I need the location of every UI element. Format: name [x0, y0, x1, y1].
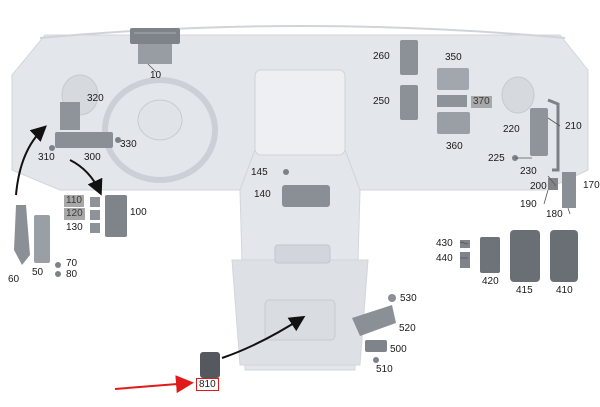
label-370: 370	[471, 96, 492, 108]
part-170-switch	[562, 172, 576, 208]
arrow-810-to-console	[221, 315, 306, 359]
right-vent	[501, 76, 535, 114]
leader-lines	[147, 63, 571, 259]
label-130: 130	[66, 222, 83, 233]
label-300: 300	[84, 152, 101, 163]
part-420-module	[480, 237, 500, 273]
label-360: 360	[446, 141, 463, 152]
center-display	[254, 69, 346, 156]
steering-hub	[137, 99, 183, 141]
part-70-screw	[55, 262, 61, 268]
part-370-unit	[437, 95, 467, 107]
console-vent	[274, 244, 331, 264]
label-225: 225	[488, 153, 505, 164]
part-500-connector	[365, 340, 387, 352]
label-80: 80	[66, 269, 78, 280]
label-145: 145	[251, 167, 268, 178]
label-410: 410	[556, 285, 573, 296]
part-50-panel	[34, 215, 50, 263]
label-260: 260	[373, 51, 390, 62]
part-530-clip	[388, 294, 396, 302]
part-520-bracket	[352, 305, 396, 336]
label-10: 10	[150, 70, 162, 81]
label-810: 810	[196, 378, 219, 391]
label-530: 530	[400, 293, 417, 304]
part-415-holder	[510, 230, 540, 282]
part-100-module	[105, 195, 127, 237]
arrow-to-100	[69, 159, 103, 196]
part-110-clip	[90, 197, 100, 207]
label-140: 140	[254, 189, 271, 200]
label-320: 320	[87, 93, 104, 104]
label-50: 50	[32, 267, 44, 278]
part-130-clip	[90, 223, 100, 233]
part-145-clip	[283, 169, 289, 175]
label-510: 510	[376, 364, 393, 375]
label-250: 250	[373, 96, 390, 107]
part-10-module	[130, 28, 180, 64]
label-190: 190	[520, 199, 537, 210]
label-210: 210	[565, 121, 582, 132]
part-330-clip	[115, 137, 121, 143]
part-140-unit	[282, 185, 330, 207]
part-360-unit	[437, 112, 470, 134]
label-170: 170	[583, 180, 600, 191]
label-520: 520	[399, 323, 416, 334]
label-500: 500	[390, 344, 407, 355]
label-420: 420	[482, 276, 499, 287]
label-310: 310	[38, 152, 55, 163]
arrow-left-to-panel	[15, 125, 47, 196]
label-220: 220	[503, 124, 520, 135]
label-110: 110	[64, 195, 84, 207]
part-60-bracket	[14, 205, 30, 265]
part-810-switch	[200, 352, 220, 378]
label-430: 430	[436, 238, 453, 249]
part-220-module	[530, 108, 548, 156]
part-320-trim	[60, 102, 80, 130]
part-300-switch-panel	[55, 132, 113, 148]
label-180: 180	[546, 209, 563, 220]
label-60: 60	[8, 274, 20, 285]
part-80-screw	[55, 271, 61, 277]
label-330: 330	[120, 139, 137, 150]
label-100: 100	[130, 207, 147, 218]
part-210-bracket	[547, 98, 560, 172]
part-410-holder	[550, 230, 578, 282]
label-440: 440	[436, 253, 453, 264]
label-415: 415	[516, 285, 533, 296]
part-510-screw	[373, 357, 379, 363]
part-120-clip	[90, 210, 100, 220]
label-200: 200	[530, 181, 547, 192]
part-260-switch	[400, 40, 418, 75]
label-230: 230	[520, 166, 537, 177]
part-440-clip	[460, 252, 470, 268]
part-430-clip	[460, 240, 470, 248]
steering-wheel	[102, 77, 218, 183]
highlight-arrow	[114, 375, 194, 394]
label-120: 120	[64, 208, 85, 220]
part-310-clip	[49, 145, 55, 151]
part-350-unit	[437, 68, 469, 90]
label-350: 350	[445, 52, 462, 63]
dashboard-rim	[39, 25, 566, 39]
part-200-connector	[548, 178, 558, 190]
part-250-switch	[400, 85, 418, 120]
label-70: 70	[66, 258, 78, 269]
